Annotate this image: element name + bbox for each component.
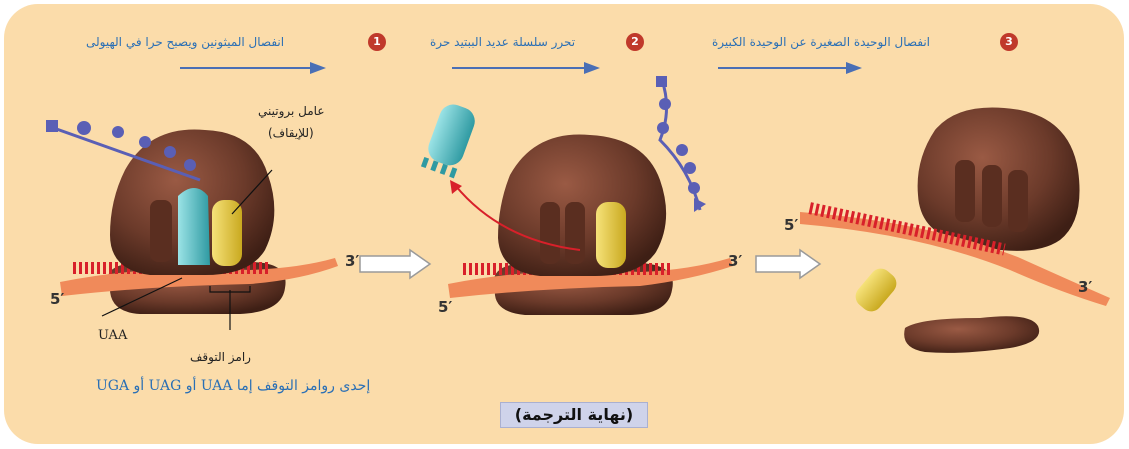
stop-codon-label: رامز التوقف <box>190 350 251 364</box>
ribosome-groove <box>955 160 975 222</box>
stop-codons-note: إحدى روامز التوقف إما UAA أو UAG أو UGA <box>96 378 370 394</box>
figure-caption: (نهاية الترجمة) <box>500 402 648 428</box>
stage-1 <box>46 120 338 330</box>
mrna-3-prime-end: 3′ <box>1078 278 1092 296</box>
released-trna <box>421 101 479 179</box>
release-factor <box>212 200 242 266</box>
mrna-3-prime-end: 3′ <box>728 252 742 270</box>
codon-label: UAA <box>98 328 127 343</box>
step-2-number-badge: 2 <box>626 33 644 51</box>
step-arrow-3 <box>718 62 862 74</box>
released-small-subunit <box>904 316 1039 353</box>
released-release-factor <box>851 264 901 316</box>
stage-2 <box>421 76 733 315</box>
ribosome-groove <box>1008 170 1028 232</box>
step-arrow-2 <box>452 62 600 74</box>
ribosome-groove <box>150 200 172 262</box>
mrna-3-prime-end: 3′ <box>345 252 359 270</box>
step-arrow-1 <box>180 62 326 74</box>
stage-3 <box>800 108 1110 353</box>
step-3-text: انفصال الوحيدة الصغيرة عن الوحيدة الكبير… <box>712 35 930 49</box>
step-3-number-badge: 3 <box>1000 33 1018 51</box>
transition-arrow-1 <box>360 250 430 278</box>
release-factor <box>596 202 626 268</box>
transition-arrow-2 <box>756 250 820 278</box>
mrna-5-prime-end: 5′ <box>784 216 798 234</box>
release-factor-label: عامل بروتيني <box>258 104 325 118</box>
mrna-5-prime-end: 5′ <box>50 290 64 308</box>
released-peptide-chain <box>656 76 706 212</box>
mrna-5-prime-end: 5′ <box>438 298 452 316</box>
ribosome-groove <box>565 202 585 264</box>
ribosome-groove <box>982 165 1002 227</box>
step-2-text: تحرر سلسلة عديد الببتيد حرة <box>430 35 575 49</box>
ribosome-groove <box>540 202 560 264</box>
step-1-number-badge: 1 <box>368 33 386 51</box>
trna-cyan <box>178 188 210 265</box>
release-factor-sublabel: (للإيقاف) <box>268 126 314 140</box>
step-1-text: انفصال الميثونين ويصبح حرا في الهيولى <box>86 35 284 49</box>
